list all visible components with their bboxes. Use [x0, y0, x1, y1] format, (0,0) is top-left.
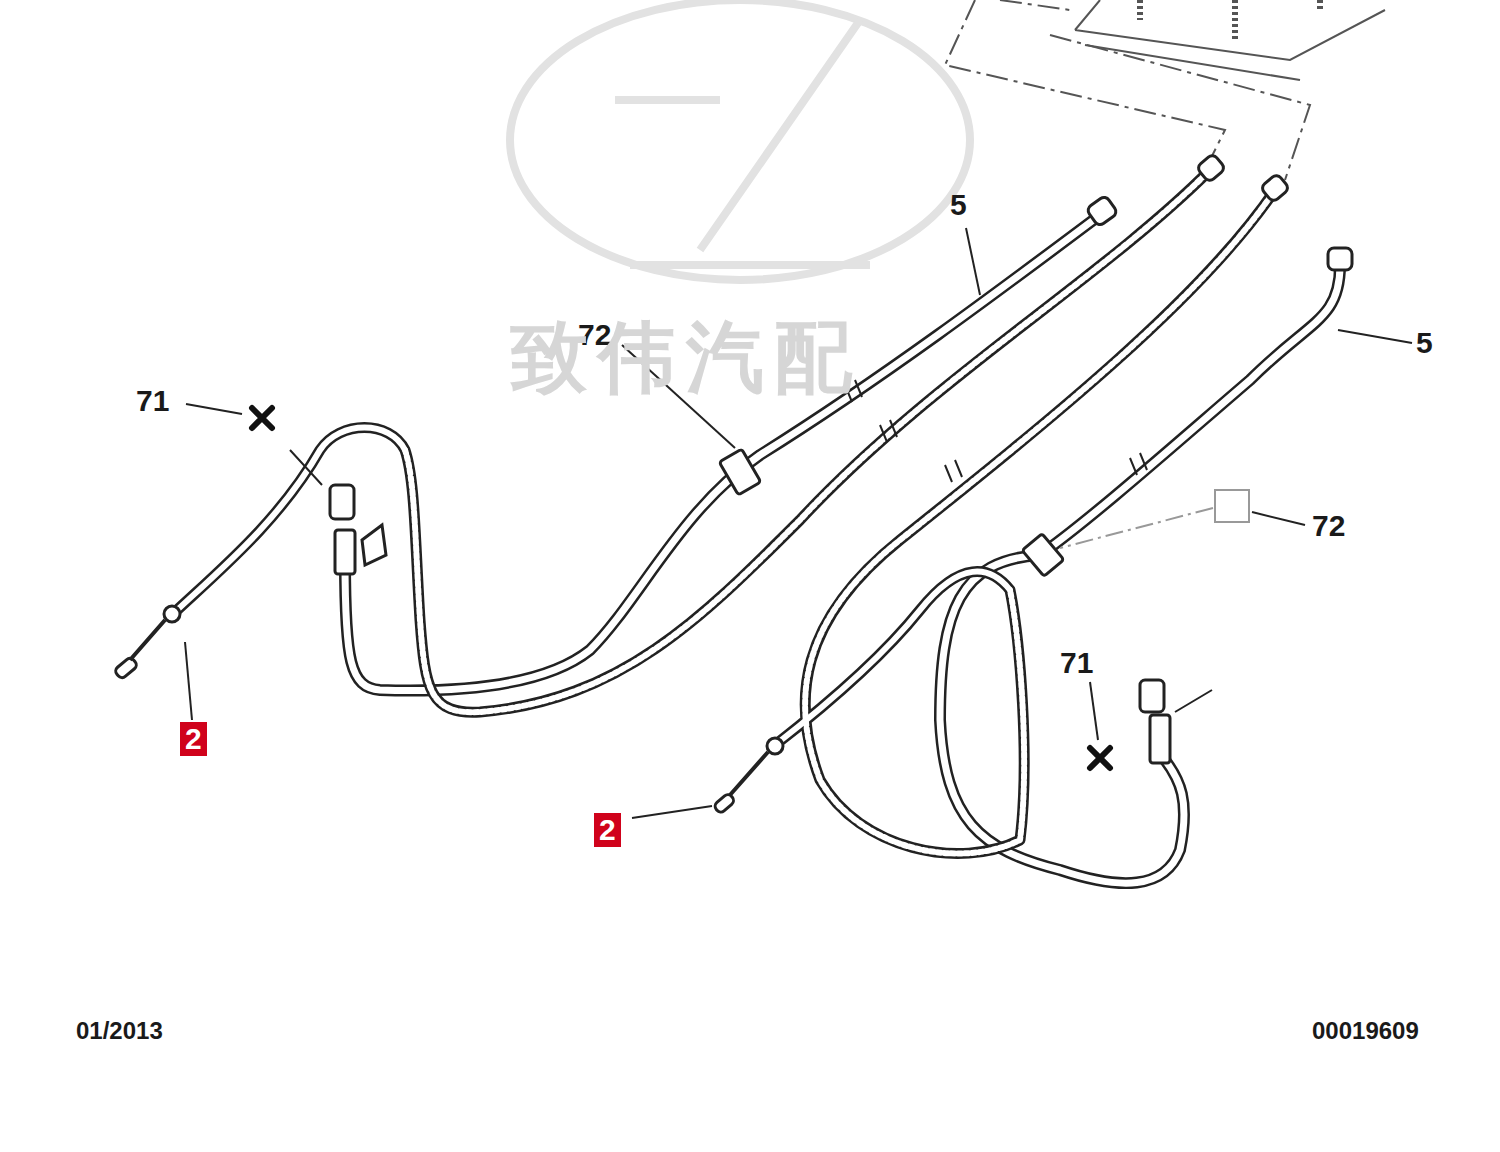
callout-number: 2: [599, 813, 616, 846]
watermark-logo: [510, 0, 970, 280]
doc-number: 00019609: [1312, 1019, 1419, 1043]
callout-box: 2: [180, 722, 207, 756]
callout-box: 2: [594, 813, 621, 847]
brake-pipes: [175, 170, 1340, 883]
leader-lines: [185, 228, 1412, 818]
watermark: 致伟汽配: [510, 318, 862, 396]
callout-number: 5: [1416, 328, 1433, 358]
callout-number: 72: [1312, 511, 1345, 541]
callout-number: 71: [1060, 648, 1093, 678]
fittings: [114, 153, 1352, 814]
break-marks: [845, 380, 1147, 482]
callout-number: 2: [185, 722, 202, 755]
callout-number: 71: [136, 386, 169, 416]
date-label: 01/2013: [76, 1019, 163, 1043]
callout-number: 5: [950, 190, 967, 220]
cross-marks: [252, 408, 1110, 768]
mounting-plate: [945, 0, 1385, 180]
